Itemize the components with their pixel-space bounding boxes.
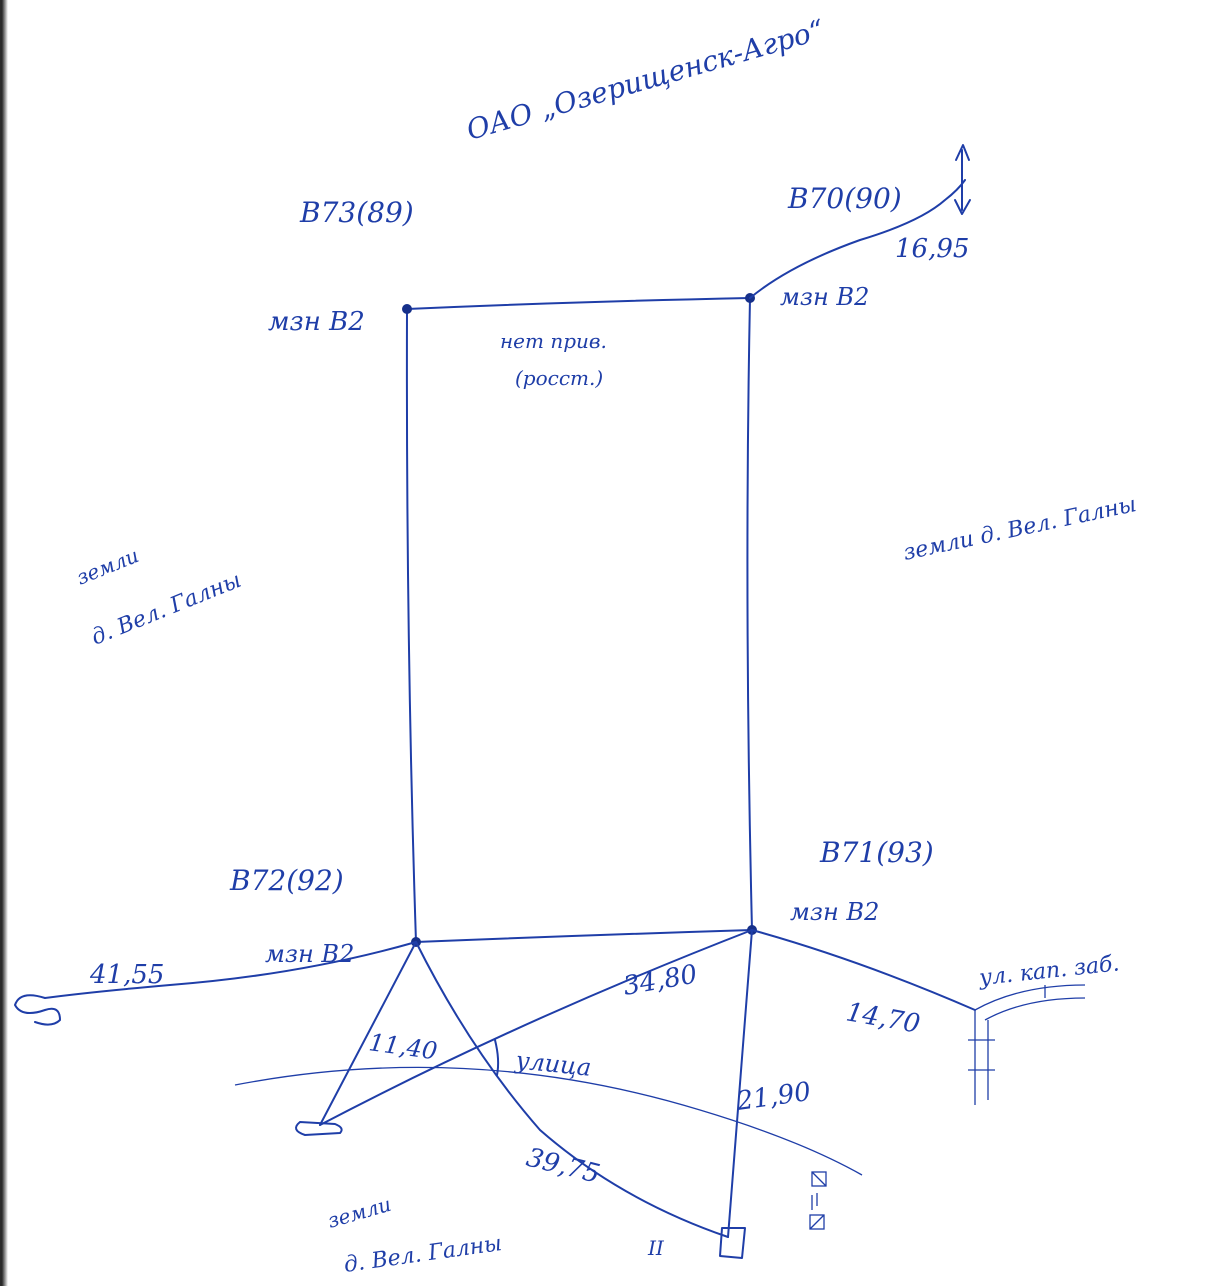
point-ne-mark: мзн В2 xyxy=(780,283,869,311)
distance-se-south: 21,90 xyxy=(734,1077,813,1117)
distance-se-diag: 34,80 xyxy=(621,959,700,1001)
sw-south-tie-line xyxy=(415,941,729,1238)
point-nw-id: B73(89) xyxy=(299,196,414,229)
se-east-tie-line xyxy=(751,929,976,1011)
se-diag-tie-line xyxy=(319,929,753,1126)
sw-diag-tie-line xyxy=(319,941,417,1126)
ne-arrow-head-up xyxy=(955,144,970,161)
south-end-marker xyxy=(719,1227,746,1259)
point-sw-id: B72(92) xyxy=(229,864,344,897)
company-label: ОАО „Озерищенск-Агро“ xyxy=(463,13,828,147)
road-label-hook xyxy=(494,1039,500,1076)
road-curve xyxy=(234,1066,863,1176)
east-boundary-line xyxy=(746,297,753,931)
north-side-note-1: нет прив. xyxy=(500,329,607,353)
point-ne-id: B70(90) xyxy=(787,182,902,215)
west-lands-2: д. Вел. Галны xyxy=(88,568,245,651)
north-side-note-2: (росст.) xyxy=(515,366,603,390)
point-se-mark: мзн В2 xyxy=(790,898,879,926)
se-south-tie-line xyxy=(727,929,753,1238)
distance-se-east: 14,70 xyxy=(844,997,923,1039)
south-boundary-line xyxy=(415,929,753,943)
north-boundary-line xyxy=(406,297,751,310)
ne-tie-line xyxy=(749,179,966,299)
distance-sw-west: 41,55 xyxy=(89,960,164,990)
south-lands-2: д. Вел. Галны xyxy=(342,1231,503,1278)
south-lands-1: земли xyxy=(325,1192,394,1233)
pit-symbol xyxy=(809,1171,827,1230)
fence-symbol xyxy=(968,984,1086,1105)
west-lands-1: земли xyxy=(73,543,142,590)
point-sw-mark: мзн В2 xyxy=(265,940,354,968)
west-boundary-line xyxy=(405,308,417,943)
east-lands: земли д. Вел. Галны xyxy=(901,492,1139,566)
parcel-boundary xyxy=(405,297,753,943)
southwest-end-marker xyxy=(295,1121,343,1136)
ne-arrow-head-down xyxy=(954,199,971,215)
pole-label: II xyxy=(647,1236,665,1260)
distance-ne-ref: 16,95 xyxy=(895,234,969,264)
sw-west-tie-line xyxy=(44,941,417,999)
fence-label: ул. кап. заб. xyxy=(977,951,1121,991)
scan-edge xyxy=(0,0,8,1286)
point-nw-mark: мзн В2 xyxy=(268,307,365,337)
point-nw-marker xyxy=(402,304,412,314)
point-se-id: B71(93) xyxy=(819,836,934,869)
west-end-marker xyxy=(14,994,61,1026)
road-label: улица xyxy=(513,1046,592,1082)
distance-sw-diag: 11,40 xyxy=(367,1028,439,1065)
